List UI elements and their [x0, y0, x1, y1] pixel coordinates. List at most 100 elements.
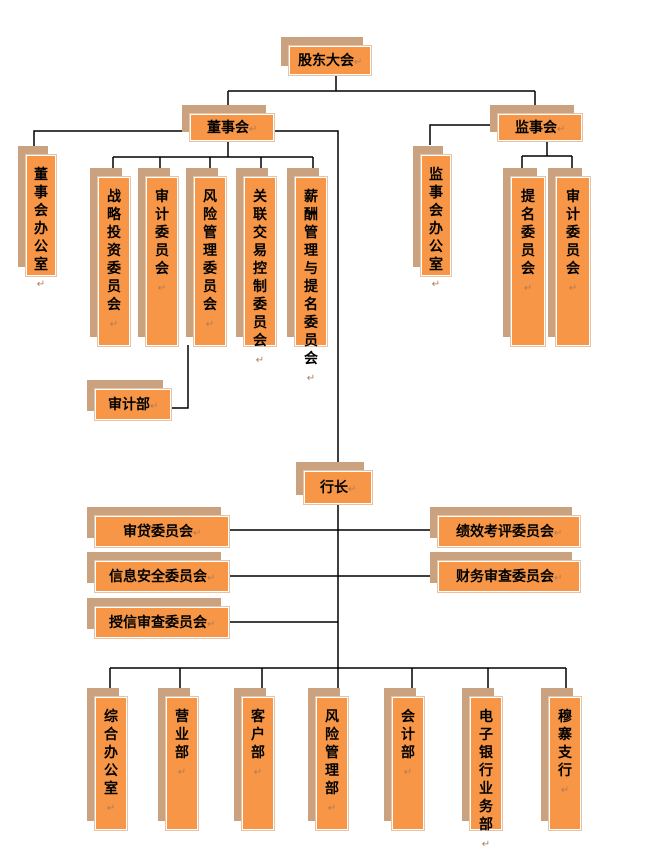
node-finance-review-committee: 财务审查委员会↵: [430, 552, 580, 592]
node-text: 审计部: [108, 396, 150, 413]
node-label: 董事会↵: [207, 121, 257, 135]
node-risk-department: 风险管理部 ↵: [308, 688, 348, 830]
node-label: 风险管理部 ↵: [324, 708, 340, 818]
node-box: [166, 697, 198, 830]
paragraph-mark: ↵: [554, 527, 563, 539]
paragraph-mark: ↵: [157, 283, 167, 294]
node-risk-committee: 风险管理委员会 ↵: [186, 168, 226, 346]
node-box: [244, 177, 276, 346]
node-text: 会计部: [401, 709, 415, 761]
node-text: 财务审查委员会: [456, 568, 554, 585]
node-accounting-department: 会计部 ↵: [384, 688, 424, 830]
node-text: 战略投资委员会: [107, 189, 121, 313]
node-box: [95, 561, 229, 592]
node-box: [438, 561, 580, 592]
paragraph-mark: ↵: [481, 839, 491, 850]
paragraph-mark: ↵: [253, 767, 263, 778]
node-text: 审计委员会: [155, 189, 169, 277]
node-box: [95, 697, 127, 830]
node-label: 穆寨支行 ↵: [557, 708, 573, 800]
node-supervisory-board: 监事会↵: [490, 105, 582, 141]
node-text: 薪酬管理与提名委员会: [304, 189, 318, 367]
node-text: 董事会: [207, 119, 249, 136]
paragraph-mark: ↵: [327, 803, 337, 814]
node-text: 监事会: [515, 119, 557, 136]
paragraph-mark: ↵: [36, 279, 46, 290]
paragraph-mark: ↵: [557, 123, 566, 135]
node-related-party-committee: 关联交易控制委员会↵: [236, 168, 276, 366]
node-performance-committee: 绩效考评委员会↵: [430, 507, 580, 547]
paragraph-mark: ↵: [205, 319, 215, 330]
node-text: 穆寨支行: [558, 709, 572, 779]
node-text: 信息安全委员会: [109, 568, 207, 585]
node-box: [194, 177, 226, 346]
node-label: 关联交易控制委员会↵: [252, 188, 268, 370]
node-audit-department: 审计部↵: [87, 380, 171, 420]
paragraph-mark: ↵: [560, 785, 570, 796]
node-ebanking-department: 电子银行业务部↵: [462, 688, 502, 850]
node-box: [95, 389, 171, 420]
node-label: 综合办公室 ↵: [103, 708, 119, 818]
paragraph-mark: ↵: [568, 283, 578, 294]
paragraph-mark: ↵: [106, 803, 116, 814]
node-text: 绩效考评委员会: [456, 523, 554, 540]
node-box: [392, 697, 424, 830]
node-audit-committee-supervisory: 审计委员会 ↵: [548, 168, 590, 346]
node-label: 薪酬管理与提名委员会↵: [303, 188, 319, 388]
node-label: 会计部 ↵: [400, 708, 416, 782]
node-box: [304, 471, 372, 504]
node-text: 风险管理委员会: [203, 189, 217, 313]
paragraph-mark: ↵: [554, 572, 563, 584]
node-text: 董事会办公室: [34, 167, 48, 273]
node-label: 财务审查委员会↵: [456, 570, 562, 584]
node-label: 授信审查委员会↵: [109, 616, 215, 630]
node-label: 董事会办公室 ↵: [33, 166, 49, 294]
paragraph-mark: ↵: [207, 572, 216, 584]
node-box: [190, 114, 274, 141]
node-label: 客户部 ↵: [250, 708, 266, 782]
node-box: [295, 177, 327, 346]
node-info-security-committee: 信息安全委员会↵: [87, 552, 229, 592]
paragraph-mark: ↵: [348, 483, 357, 495]
node-nomination-committee: 提名委员会↵: [503, 168, 545, 346]
node-label: 审贷委员会↵: [123, 525, 201, 539]
node-strategy-committee: 战略投资委员会 ↵: [90, 168, 130, 346]
node-text: 股东大会: [298, 52, 354, 69]
node-text: 监事会办公室: [429, 167, 443, 273]
paragraph-mark: ↵: [523, 283, 533, 294]
node-text: 营业部: [175, 709, 189, 761]
node-text: 行长: [320, 479, 348, 496]
node-box: [549, 697, 581, 830]
node-label: 监事会↵: [515, 121, 565, 135]
paragraph-mark: ↵: [403, 767, 413, 778]
paragraph-mark: ↵: [207, 618, 216, 630]
node-label: 股东大会↵: [298, 54, 362, 68]
node-box: [242, 697, 274, 830]
node-box: [421, 155, 451, 276]
node-mu-zhai-branch: 穆寨支行 ↵: [541, 688, 581, 830]
node-text: 审计委员会: [566, 189, 580, 277]
node-supervisory-office: 监事会办公室↵: [413, 146, 451, 290]
node-box: [511, 177, 545, 346]
node-label: 信息安全委员会↵: [109, 570, 215, 584]
node-box: [95, 607, 229, 638]
node-box: [146, 177, 178, 346]
node-label: 审计委员会 ↵: [565, 188, 581, 298]
paragraph-mark: ↵: [109, 319, 119, 330]
node-box: [556, 177, 590, 346]
node-box: [438, 516, 580, 547]
node-business-department: 营业部↵: [158, 688, 198, 830]
node-credit-authorization-committee: 授信审查委员会↵: [87, 598, 229, 638]
paragraph-mark: ↵: [354, 56, 363, 68]
node-box: [95, 516, 229, 547]
node-credit-review-committee: 审贷委员会↵: [87, 507, 229, 547]
node-label: 电子银行业务部↵: [478, 708, 494, 850]
node-text: 风险管理部: [325, 709, 339, 797]
node-box: [498, 114, 582, 141]
node-box: [470, 697, 502, 830]
node-text: 综合办公室: [104, 709, 118, 797]
node-text: 客户部: [251, 709, 265, 761]
paragraph-mark: ↵: [193, 527, 202, 539]
